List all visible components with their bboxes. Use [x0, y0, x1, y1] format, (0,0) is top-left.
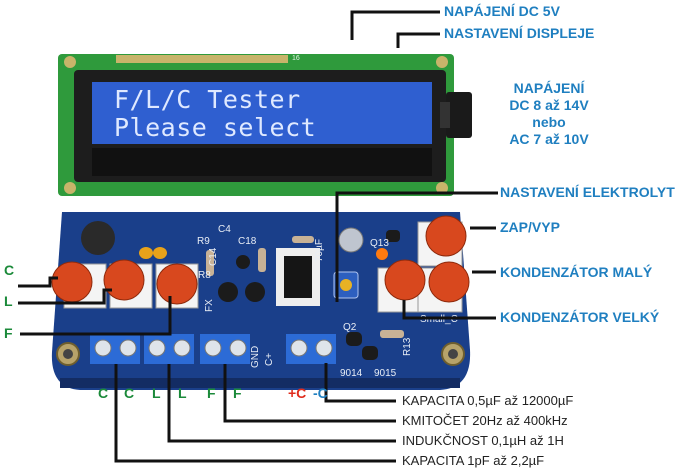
label-nastaveni-displeje: NASTAVENÍ DISPLEJE: [444, 25, 595, 41]
callout-line-electrolyt: [335, 191, 498, 302]
label-napajeni-line-4: AC 7 až 10V: [509, 131, 589, 147]
terminal-screw: [148, 339, 166, 357]
mount-hole: [448, 349, 458, 359]
label-napajeni-line-3: nebo: [532, 114, 566, 130]
terminal-screw: [173, 339, 191, 357]
dc-power-jack-tip: [440, 102, 450, 128]
silk-r13: R13: [402, 337, 413, 356]
range-label-1: KAPACITA 0,5µF až 12000µF: [402, 393, 574, 408]
silk-cplus: C+: [264, 353, 275, 366]
callout-line-velky: [402, 300, 496, 320]
callout-line-range-1: [324, 363, 396, 403]
trimmer-knob: [340, 279, 352, 291]
lcd-line-2: Please select: [114, 113, 316, 142]
callout-line-c: [18, 276, 58, 288]
silk-gnd: GND: [250, 346, 261, 368]
silk-70uf: 70µF: [314, 239, 325, 262]
label-napajeni-block: NAPÁJENÍ DC 8 až 14V nebo AC 7 až 10V: [490, 80, 608, 148]
silk-r8: R8: [198, 270, 211, 281]
terminal-label-l1: L: [152, 385, 161, 401]
label-zap-vyp: ZAP/VYP: [500, 219, 560, 235]
terminal-label-c2: C: [124, 385, 135, 401]
range-label-2: KMITOČET 20Hz až 400kHz: [402, 413, 568, 428]
capacitor-orange: [139, 247, 153, 259]
terminal-screw: [290, 339, 308, 357]
button-f[interactable]: [156, 263, 198, 305]
terminal-label-minus-c: -C: [313, 385, 328, 401]
button-l[interactable]: [103, 259, 145, 301]
callout-lines: [18, 10, 498, 463]
label-napajeni-line-1: NAPÁJENÍ: [513, 80, 585, 96]
capacitor-black: [245, 282, 265, 302]
label-nastaveni-elektrolyt: NASTAVENÍ ELEKTROLYT: [500, 184, 675, 200]
button-big-c[interactable]: [384, 259, 426, 301]
transistor: [346, 332, 362, 346]
ic-chip: [284, 256, 312, 298]
silk-9015: 9015: [374, 368, 397, 379]
capacitor-black: [218, 282, 238, 302]
label-left-l: L: [4, 293, 13, 309]
mount-hole: [436, 56, 448, 68]
terminal-screw: [119, 339, 137, 357]
electrolytic-cap: [338, 227, 364, 253]
capacitor-black: [236, 255, 250, 269]
label-left-c: C: [4, 262, 15, 278]
label-kondenzator-velky: KONDENZÁTOR VELKÝ: [500, 309, 660, 325]
callout-line-f: [20, 296, 172, 336]
inductor: [81, 221, 115, 255]
range-label-4: KAPACITA 1pF až 2,2µF: [402, 453, 545, 468]
terminal-screw: [204, 339, 222, 357]
silk-fx: FX: [204, 299, 215, 312]
lcd-line-1: F/L/C Tester: [114, 85, 301, 114]
label-napajeni-line-2: DC 8 až 14V: [509, 97, 589, 113]
terminal-label-plus-c: +C: [288, 385, 307, 401]
silk-c18: C18: [238, 236, 257, 247]
transistor: [362, 346, 378, 360]
range-label-3: INDUKČNOST 0,1µH až 1H: [402, 433, 564, 448]
terminal-label-c1: C: [98, 385, 109, 401]
mount-hole: [64, 56, 76, 68]
transistor: [386, 230, 400, 242]
silk-q2: Q2: [343, 322, 357, 333]
capacitor-orange: [153, 247, 167, 259]
button-c[interactable]: [51, 261, 93, 303]
dc-power-jack: [446, 92, 472, 138]
resistor: [258, 248, 266, 272]
mount-hole: [64, 182, 76, 194]
mount-hole: [63, 349, 73, 359]
button-small-c[interactable]: [428, 261, 470, 303]
terminal-label-f1: F: [207, 385, 216, 401]
led-indicator: [376, 248, 388, 260]
pin-number-label: 16: [292, 55, 300, 62]
silk-q13: Q13: [370, 238, 389, 249]
silk-9014: 9014: [340, 368, 363, 379]
silk-r9: R9: [197, 236, 210, 247]
button-onoff[interactable]: [425, 215, 467, 257]
callout-line-range-2: [223, 364, 396, 423]
callout-line-display: [396, 32, 440, 48]
mount-hole: [436, 182, 448, 194]
callout-line-l: [18, 288, 112, 305]
callout-line-range-4: [114, 364, 396, 463]
terminal-screw: [315, 339, 333, 357]
pcb-shadow: [60, 378, 460, 388]
label-kondenzator-maly: KONDENZÁTOR MALÝ: [500, 264, 653, 280]
terminal-screw: [229, 339, 247, 357]
resistor: [292, 236, 314, 243]
resistor: [206, 250, 214, 276]
lcd-header-pins: [116, 55, 288, 63]
terminal-label-f2: F: [233, 385, 242, 401]
silk-c14: C14: [208, 247, 219, 266]
terminal-label-l2: L: [178, 385, 187, 401]
silk-c4: C4: [218, 224, 231, 235]
lcd-bottom-bar: [92, 148, 432, 176]
label-left-f: F: [4, 325, 13, 341]
resistor: [380, 330, 404, 338]
callout-line-range-3: [167, 364, 396, 443]
callout-line-dc5: [350, 10, 440, 40]
label-napajeni-dc5: NAPÁJENÍ DC 5V: [444, 3, 560, 19]
terminal-screw: [94, 339, 112, 357]
lcd-screen: [92, 82, 432, 144]
